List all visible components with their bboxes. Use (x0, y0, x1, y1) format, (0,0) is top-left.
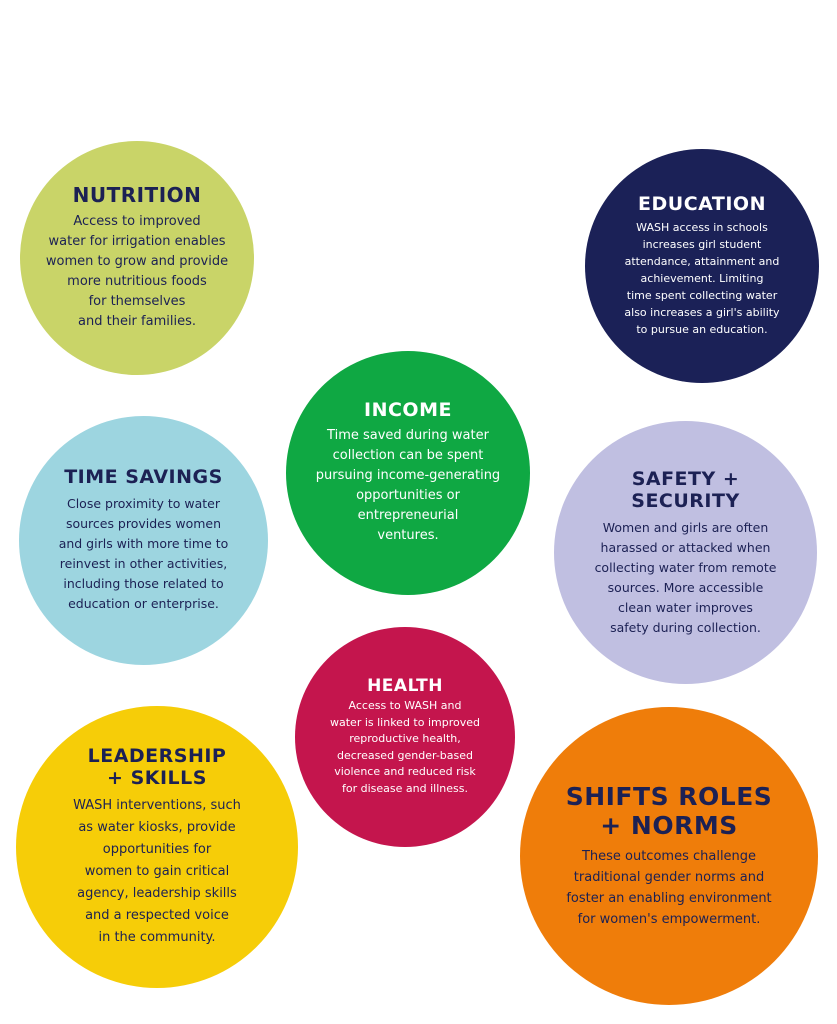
nutrition-text: Access to improved water for irrigation … (45, 214, 229, 329)
time-savings-circle: TIME SAVINGS Close proximity to water so… (19, 416, 268, 665)
time-savings-title: TIME SAVINGS (64, 466, 223, 489)
health-circle: HEALTH Access to WASH and water is linke… (295, 627, 515, 847)
education-circle: EDUCATION WASH access in schools increas… (585, 149, 819, 383)
health-title: HEALTH (367, 675, 443, 696)
education-text: WASH access in schools increases girl st… (624, 220, 780, 336)
income-text: Time saved during water collection can b… (315, 428, 501, 544)
shifts-roles-norms-text: These outcomes challenge traditional gen… (566, 849, 772, 927)
leadership-skills-text: WASH interventions, such as water kiosks… (73, 798, 241, 945)
leadership-skills-circle: LEADERSHIP + SKILLS WASH interventions, … (16, 706, 298, 988)
safety-security-title: SAFETY + SECURITY (631, 467, 740, 512)
nutrition-title: NUTRITION (72, 183, 202, 207)
safety-security-text: Women and girls are often harassed or at… (594, 519, 777, 635)
income-circle: INCOME Time saved during water collectio… (286, 351, 530, 595)
safety-security-circle: SAFETY + SECURITY Women and girls are of… (554, 421, 817, 684)
education-title: EDUCATION (638, 193, 766, 216)
health-text: Access to WASH and water is linked to im… (330, 699, 480, 795)
leadership-skills-title: LEADERSHIP + SKILLS (87, 745, 227, 789)
shifts-roles-norms-title: SHIFTS ROLES + NORMS (565, 782, 773, 840)
nutrition-circle: NUTRITION Access to improved water for i… (20, 141, 254, 375)
shifts-roles-norms-circle: SHIFTS ROLES + NORMS These outcomes chal… (520, 707, 818, 1005)
income-title: INCOME (364, 398, 452, 421)
time-savings-text: Close proximity to water sources provide… (58, 495, 229, 611)
